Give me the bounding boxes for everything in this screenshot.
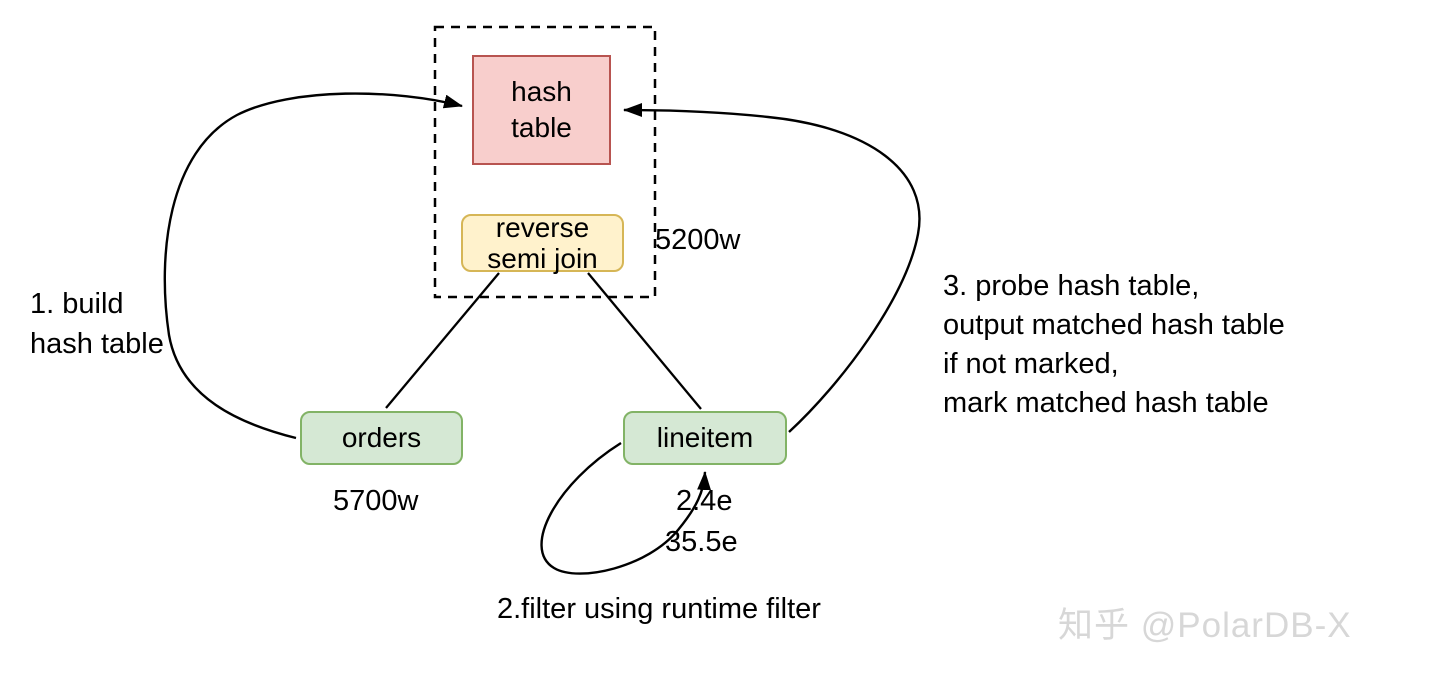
step1-build-annotation: 1. build hash table <box>30 288 164 360</box>
reverse-semi-join-node: reverse semi join <box>461 212 624 274</box>
orders-rowcount-label: 5700w <box>333 485 419 517</box>
edge-semijoin-lineitem <box>587 272 702 410</box>
runtime-filter-arrow <box>540 441 712 575</box>
hash-table-node: hash table <box>472 55 611 165</box>
lineitem-rowcount-label: 35.5e <box>665 526 738 558</box>
orders-table-node: orders <box>300 411 463 465</box>
step2-filter-annotation: 2.filter using runtime filter <box>497 593 821 625</box>
edge-semijoin-orders <box>385 272 500 409</box>
probe-hash-table-arrow <box>623 103 921 433</box>
step3-probe-annotation: 3. probe hash table, output matched hash… <box>943 270 1285 419</box>
zhihu-watermark: 知乎 @PolarDB-X <box>1058 606 1352 645</box>
lineitem-filtered-count-label: 2.4e <box>676 485 733 517</box>
build-hash-table-arrow <box>163 92 463 440</box>
dashed-group-box <box>433 25 657 299</box>
semijoin-output-count-label: 5200w <box>655 224 741 256</box>
lineitem-table-node: lineitem <box>623 411 787 465</box>
